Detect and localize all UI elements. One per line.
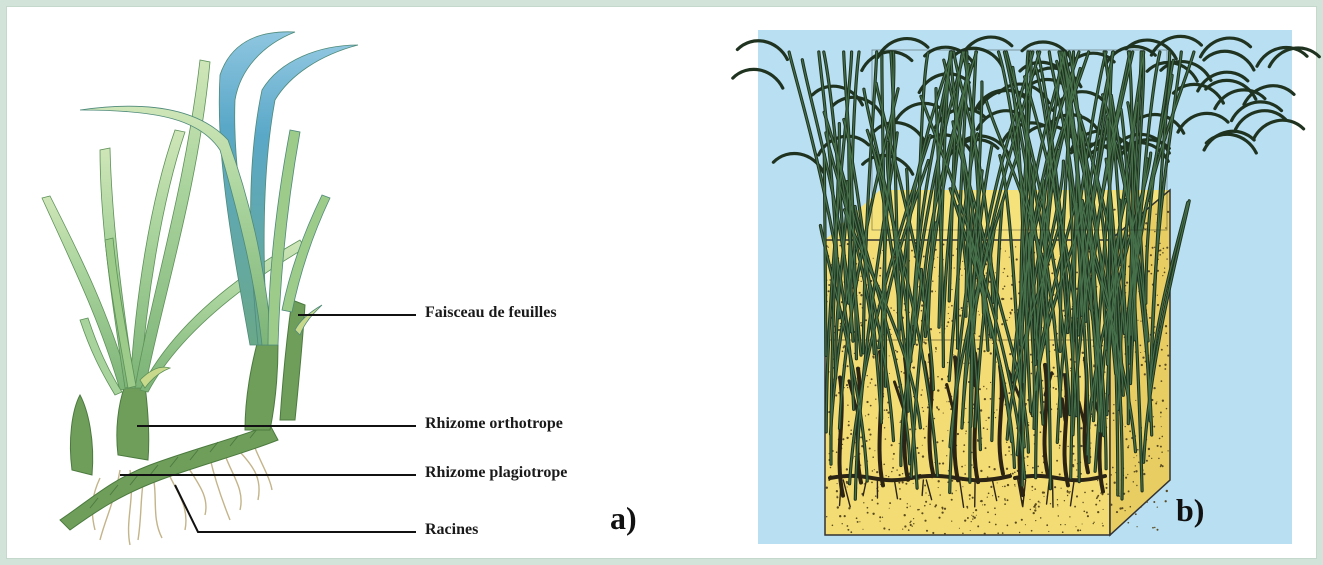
label-rhizome-orthotrope: Rhizome orthotrope [425, 415, 563, 433]
label-faisceau-de-feuilles: Faisceau de feuilles [425, 304, 557, 322]
small-shoot [70, 395, 92, 475]
panel-b-tag: b) [1176, 492, 1204, 529]
label-racines: Racines [425, 521, 478, 539]
rhizome-orthotrope [117, 385, 149, 460]
panel-a-tag: a) [610, 500, 637, 537]
rhizome-plagiotrope [60, 425, 278, 530]
label-rhizome-plagiotrope: Rhizome plagiotrope [425, 464, 567, 482]
